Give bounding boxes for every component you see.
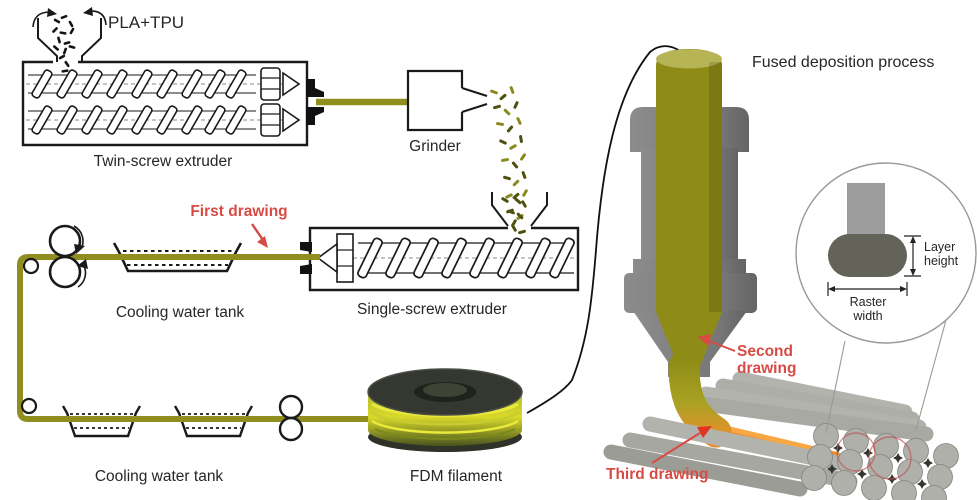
twin-screw-extruder-label: Twin-screw extruder: [93, 153, 233, 170]
second-drawing-line2: drawing: [737, 360, 797, 377]
twin-screws: [26, 67, 301, 137]
die-block: [306, 79, 324, 125]
magnifier-circle: [795, 162, 977, 344]
material-label: PLA+TPU: [108, 13, 185, 32]
print-head-drawing: [624, 49, 757, 377]
single-screw-extruder-drawing: [300, 192, 580, 292]
raster-stack: [603, 350, 959, 500]
second-drawing-line1: Second: [737, 343, 793, 360]
magnifier-leader-lines: [825, 319, 947, 434]
dimension-layer-height: [904, 235, 921, 277]
filament-spool: [367, 368, 523, 452]
cooling-water-tank-top-label: Cooling water tank: [115, 304, 245, 321]
cooling-water-tank-bottom-label: Cooling water tank: [94, 468, 224, 485]
hopper-icon: [37, 18, 102, 62]
dimension-raster-width: [827, 282, 908, 296]
roller-icon: [20, 224, 304, 442]
second-drawing-arrow: [697, 334, 736, 352]
single-screw: [316, 233, 576, 283]
single-screw-extruder-label: Single-screw extruder: [357, 301, 507, 318]
third-drawing-label: Third drawing: [606, 466, 709, 483]
grinder-label: Grinder: [409, 138, 461, 155]
layer-height-line1: Layer: [924, 240, 956, 254]
filament-strand-path: [17, 254, 374, 422]
raster-width-line2: width: [853, 309, 883, 323]
first-drawing-arrow: [251, 223, 268, 248]
twin-screw-extruder-drawing: [21, 7, 324, 147]
pellets-in-hopper: [52, 14, 76, 73]
inset-nozzle: [847, 183, 885, 237]
inset-raster-bead: [828, 234, 907, 277]
pulley-icon: [22, 257, 40, 275]
raster-end-face: [801, 423, 959, 500]
first-drawing-label: First drawing: [190, 203, 288, 220]
cooling-tank-icon: [61, 242, 254, 438]
fused-deposition-process-label: Fused deposition process: [752, 54, 935, 71]
hopper-icon: [491, 192, 548, 227]
die-block: [300, 242, 312, 274]
pulley-icon: [20, 397, 38, 415]
grinder-box: [406, 69, 488, 132]
third-drawing-arrow: [651, 426, 712, 464]
feed-arrow-icon: [32, 7, 107, 28]
raster-width-line1: Raster: [849, 295, 887, 309]
highlight-circles: [836, 432, 912, 480]
pellets-in-hopper: [501, 192, 527, 227]
filament-in-head: [656, 49, 722, 366]
fdm-filament-label: FDM filament: [409, 468, 503, 485]
layer-height-line2: height: [924, 254, 959, 268]
